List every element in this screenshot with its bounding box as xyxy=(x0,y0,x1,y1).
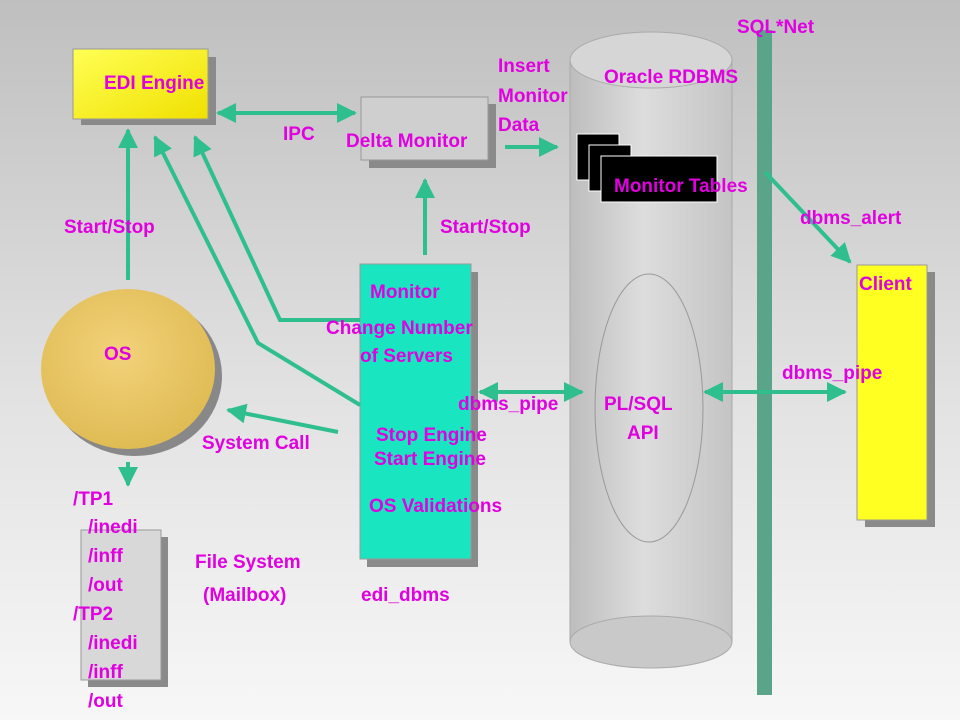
database-cylinder xyxy=(569,31,733,669)
mailbox-path-inff-1: /inff xyxy=(88,546,123,567)
api-label: API xyxy=(627,423,659,444)
edi-engine-box xyxy=(72,48,216,125)
system-call-arrow xyxy=(226,403,339,434)
mailbox-path-out-2: /out xyxy=(88,691,123,712)
plsql-api-ellipse xyxy=(594,273,704,543)
os-ellipse xyxy=(41,289,222,456)
delta-monitor-box xyxy=(360,96,496,168)
mailbox-path-inedi-2: /inedi xyxy=(88,633,138,654)
system-call-label: System Call xyxy=(202,433,310,454)
dbms-alert-label: dbms_alert xyxy=(800,208,902,229)
os-label: OS xyxy=(104,344,132,365)
client-label: Client xyxy=(859,274,912,295)
file-system-label: File System xyxy=(195,552,301,573)
data-word-label: Data xyxy=(498,115,540,136)
stop-engine-arrow xyxy=(153,135,362,407)
sqlnet-bar xyxy=(757,30,772,695)
edi-dbms-label: edi_dbms xyxy=(361,585,450,606)
insert-label: Insert xyxy=(498,56,550,77)
client-box xyxy=(856,264,935,527)
mailbox-path-inff-2: /inff xyxy=(88,662,123,683)
change-servers-arrow xyxy=(193,135,360,322)
dbms-pipe-right-label: dbms_pipe xyxy=(782,363,883,384)
mailbox-path-tp2: /TP2 xyxy=(73,604,114,625)
of-servers-label: of Servers xyxy=(360,346,453,367)
stop-engine-label: Stop Engine xyxy=(376,425,487,446)
sqlnet-label: SQL*Net xyxy=(737,17,815,38)
plsql-label: PL/SQL xyxy=(604,394,673,415)
mailbox-box xyxy=(80,529,168,687)
monitor-tables-stack xyxy=(576,133,718,203)
oracle-rdbms-label: Oracle RDBMS xyxy=(604,67,739,88)
monitor-box xyxy=(359,263,478,567)
dbms-alert-arrow xyxy=(763,170,852,264)
mailbox-label: (Mailbox) xyxy=(203,585,287,606)
change-number-label: Change Number xyxy=(326,318,473,339)
start-engine-label: Start Engine xyxy=(374,449,486,470)
mailbox-path-out-1: /out xyxy=(88,575,123,596)
start-stop-mid-label: Start/Stop xyxy=(440,217,531,238)
edi-engine-label: EDI Engine xyxy=(104,73,205,94)
monitor-tables-label: Monitor Tables xyxy=(614,176,748,197)
os-validations-label: OS Validations xyxy=(369,496,503,517)
mailbox-path-tp1: /TP1 xyxy=(73,489,114,510)
start-stop-left-label: Start/Stop xyxy=(64,217,155,238)
mailbox-path-inedi-1: /inedi xyxy=(88,517,138,538)
monitor-label: Monitor xyxy=(370,282,440,303)
delta-monitor-label: Delta Monitor xyxy=(346,131,468,152)
ipc-label: IPC xyxy=(283,124,315,145)
dbms-pipe-mid-label: dbms_pipe xyxy=(458,394,559,415)
monitor-word-label: Monitor xyxy=(498,86,568,107)
